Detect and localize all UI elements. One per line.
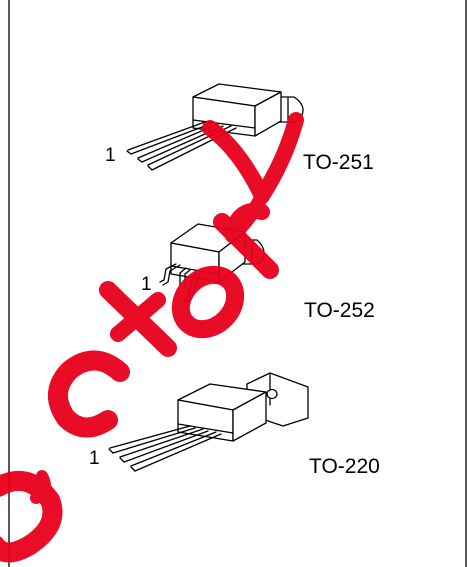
- to220-label: TO-220: [309, 455, 380, 478]
- to251-drawing: [126, 83, 304, 171]
- to252-label: TO-252: [304, 299, 375, 322]
- to220-drawing: [108, 372, 309, 472]
- to251-label: TO-251: [303, 151, 374, 174]
- to251-pin-1-label: 1: [105, 145, 116, 166]
- to252-drawing: [159, 223, 265, 303]
- to220-pin-1-label: 1: [89, 448, 100, 469]
- to252-pin-1-label: 1: [141, 274, 152, 295]
